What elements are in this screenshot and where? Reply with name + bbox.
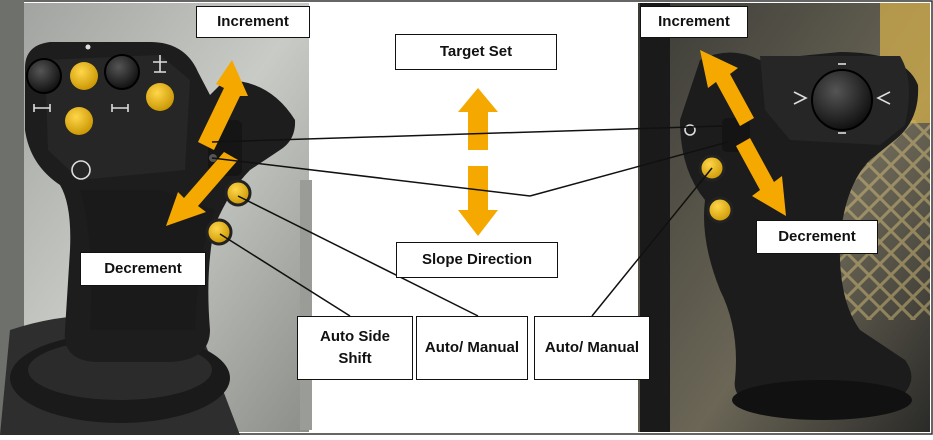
left-yellow-button-1-icon	[70, 62, 98, 90]
increment-left-label: Increment	[196, 6, 310, 38]
left-side-button-lower-icon	[205, 218, 233, 246]
left-side-button-upper-icon	[224, 179, 252, 207]
increment-right-label: Increment	[640, 6, 748, 38]
right-joystick-photo	[638, 3, 930, 432]
left-yellow-button-3-icon	[65, 107, 93, 135]
slope-direction-arrow-icon	[458, 166, 498, 236]
right-thumbstick-icon	[811, 69, 873, 131]
left-yellow-button-2-icon	[146, 83, 174, 111]
increment-arrow-left-icon	[198, 60, 248, 150]
target-set-label: Target Set	[395, 34, 557, 70]
auto-side-shift-label: Auto Side Shift	[297, 316, 413, 380]
decrement-arrow-left-icon	[166, 152, 238, 226]
decrement-left-label: Decrement	[80, 252, 206, 286]
left-black-button-1-icon	[26, 58, 62, 94]
leader-lines	[211, 125, 729, 317]
increment-arrow-right-icon	[700, 50, 754, 126]
decrement-right-label: Decrement	[756, 220, 878, 254]
right-side-button-lower-icon	[706, 196, 734, 224]
slope-direction-label: Slope Direction	[396, 242, 558, 278]
left-joystick-photo	[0, 0, 312, 435]
decrement-arrow-right-icon	[736, 138, 786, 216]
auto-manual-left-label: Auto/ Manual	[416, 316, 528, 380]
left-black-button-2-icon	[104, 54, 140, 90]
auto-manual-right-label: Auto/ Manual	[534, 316, 650, 380]
